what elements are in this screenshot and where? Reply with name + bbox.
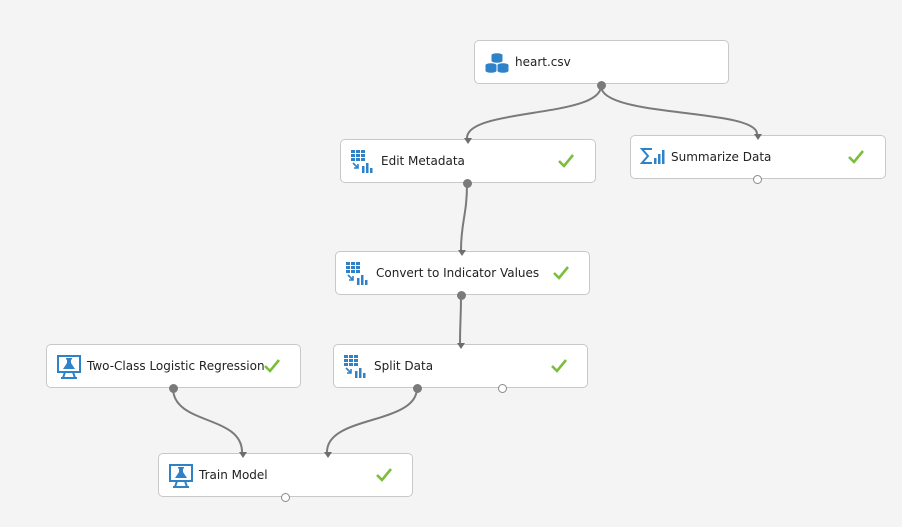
module-heart-csv[interactable]: heart.csv	[474, 40, 729, 90]
module-summarize-data[interactable]: Summarize Data	[630, 134, 886, 184]
module-label: heart.csv	[515, 55, 571, 69]
connector-edit-metadata-to-convert[interactable]	[460, 183, 468, 251]
dataset-icon	[484, 52, 510, 74]
connector-split-to-train[interactable]	[326, 387, 418, 453]
output-port[interactable]	[457, 291, 466, 300]
module-split-data[interactable]: Split Data	[333, 343, 588, 393]
table-transform-icon	[351, 150, 373, 173]
output-port[interactable]	[169, 384, 178, 393]
completed-check-icon	[848, 150, 865, 164]
output-port[interactable]	[597, 81, 606, 90]
module-train-model[interactable]: Train Model	[158, 452, 413, 502]
input-port[interactable]	[464, 138, 472, 144]
connector-heart-to-edit-metadata[interactable]	[466, 85, 602, 139]
module-label: Two-Class Logistic Regression	[87, 359, 265, 373]
module-label: Summarize Data	[671, 150, 772, 164]
output-port-right[interactable]	[498, 384, 507, 393]
output-port[interactable]	[281, 493, 290, 502]
input-port-left[interactable]	[239, 452, 247, 458]
completed-check-icon	[558, 154, 575, 168]
module-label: Edit Metadata	[381, 154, 465, 168]
table-transform-icon	[344, 355, 366, 378]
module-convert-to-indicator-values[interactable]: Convert to Indicator Values	[335, 250, 590, 300]
connector-heart-to-summarize[interactable]	[600, 85, 758, 135]
ml-flask-monitor-icon	[57, 355, 81, 379]
output-port[interactable]	[463, 179, 472, 188]
input-port[interactable]	[458, 250, 466, 256]
module-label: Convert to Indicator Values	[376, 266, 540, 280]
ml-flask-monitor-icon	[169, 464, 193, 488]
connector-convert-to-split[interactable]	[459, 294, 462, 344]
module-label: Train Model	[199, 468, 268, 482]
table-transform-icon	[346, 262, 368, 285]
completed-check-icon	[551, 359, 568, 373]
completed-check-icon	[376, 468, 393, 482]
module-edit-metadata[interactable]: Edit Metadata	[340, 138, 596, 188]
completed-check-icon	[553, 266, 570, 280]
completed-check-icon	[264, 359, 281, 373]
sigma-chart-icon	[640, 148, 665, 164]
output-port-left[interactable]	[413, 384, 422, 393]
output-port[interactable]	[753, 175, 762, 184]
input-port[interactable]	[754, 134, 762, 140]
connector-logistic-to-train[interactable]	[172, 387, 243, 453]
input-port[interactable]	[457, 343, 465, 349]
module-label: Split Data	[374, 359, 434, 373]
module-two-class-logistic-regression[interactable]: Two-Class Logistic Regression	[46, 344, 301, 393]
input-port-right[interactable]	[324, 452, 332, 458]
